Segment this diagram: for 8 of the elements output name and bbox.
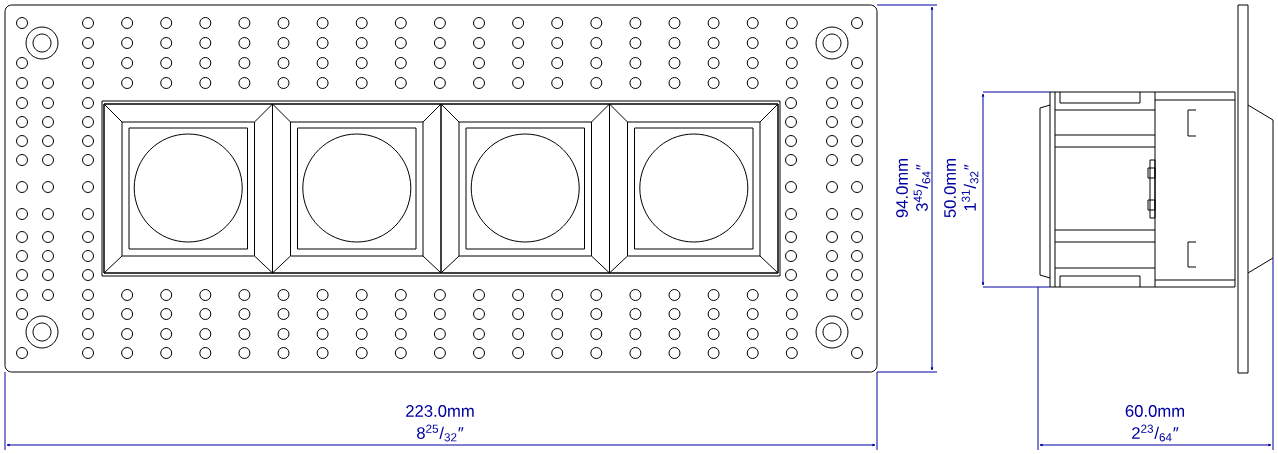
dimension-label: 223.0mm [406,405,474,417]
dimension-label: 2$^{23}$/$_{64}$″ [1132,424,1179,442]
dimension-label: 50.0mm [944,159,956,218]
dimension-label: 8$^{25}$/$_{32}$″ [417,424,464,442]
dimension-label: 60.0mm [1125,405,1184,417]
dimension-label: 94.0mm [896,159,908,218]
dimension-label: 1$^{31}$/$_{32}$″ [961,164,979,211]
dimension-label: 3$^{45}$/$_{64}$″ [913,164,931,212]
